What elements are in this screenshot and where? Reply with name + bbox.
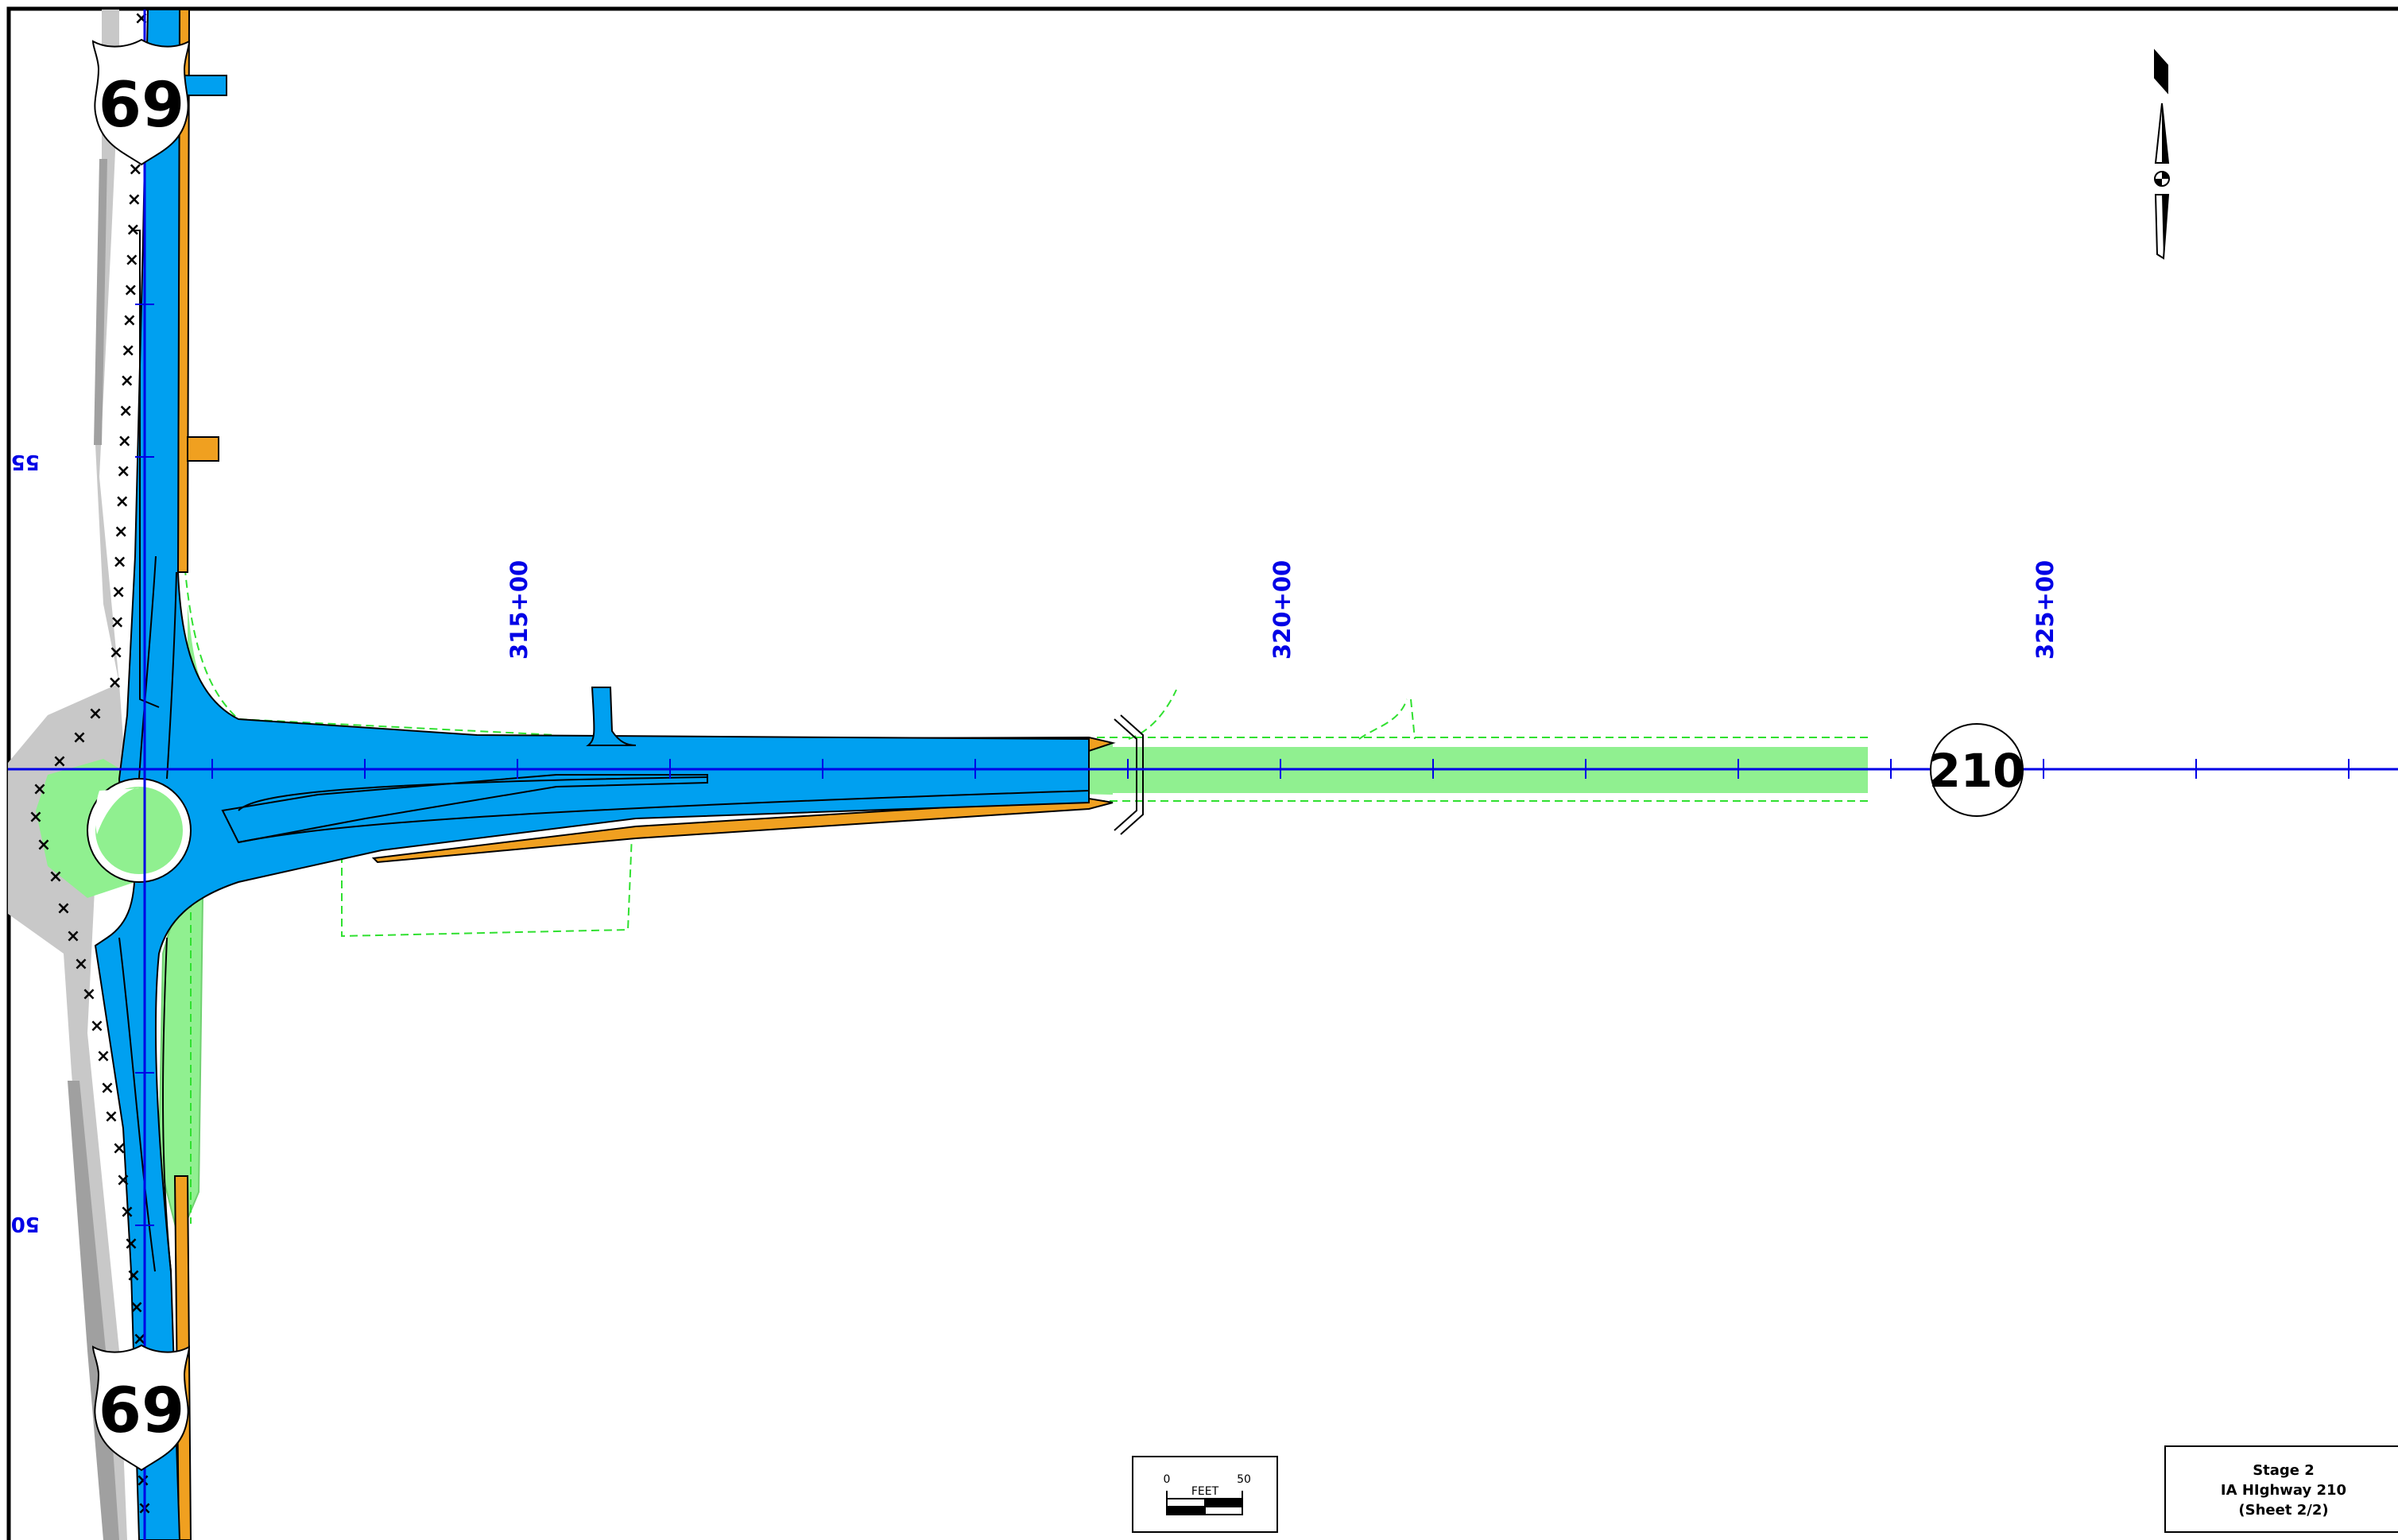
- x-mark-icon: ×: [116, 462, 130, 482]
- x-mark-icon: ×: [110, 613, 124, 633]
- x-mark-icon: ×: [114, 492, 129, 512]
- svg-text:0: 0: [1164, 1473, 1171, 1486]
- offset-label: 55: [11, 450, 40, 474]
- x-mark-icon: ×: [134, 9, 149, 29]
- x-mark-icon: ×: [114, 522, 128, 542]
- x-mark-icon: ×: [48, 867, 63, 887]
- scale-bar: 0 50 FEET: [1132, 1456, 1278, 1533]
- station-label: 320+00: [1269, 560, 1296, 660]
- x-mark-icon: ×: [130, 1298, 144, 1318]
- x-mark-icon: ×: [116, 1170, 130, 1190]
- x-mark-icon: ×: [122, 311, 137, 331]
- x-mark-icon: ×: [104, 1107, 118, 1127]
- grading-limits: [180, 516, 1868, 1224]
- x-mark-icon: ×: [125, 250, 139, 270]
- x-mark-icon: ×: [126, 220, 140, 240]
- x-mark-icon: ×: [121, 341, 135, 361]
- x-mark-icon: ×: [66, 927, 80, 946]
- svg-text:69: 69: [99, 70, 185, 141]
- station-ticks: [135, 304, 2350, 1226]
- x-mark-icon: ×: [124, 1234, 138, 1254]
- ia-route-marker: 210: [1928, 723, 2025, 817]
- x-mark-icon: ×: [72, 728, 87, 748]
- x-mark-icon: ×: [118, 431, 132, 451]
- x-mark-icon: ×: [52, 752, 67, 772]
- svg-text:IA HIghway 210: IA HIghway 210: [2221, 1482, 2346, 1499]
- x-mark-icon: ×: [107, 673, 122, 693]
- x-mark-icon: ×: [96, 1047, 110, 1066]
- x-mark-icon: ×: [33, 780, 47, 799]
- offset-label: 50: [11, 1212, 40, 1236]
- x-mark-icon: ×: [120, 1202, 134, 1222]
- guardrail: [1114, 714, 1144, 835]
- x-mark-icon: ×: [120, 371, 134, 391]
- x-mark-icon: ×: [109, 643, 123, 663]
- x-mark-icon: ×: [90, 1016, 104, 1036]
- title-block: Stage 2 IA HIghway 210 (Sheet 2/2): [2164, 1445, 2398, 1533]
- x-mark-icon: ×: [82, 985, 96, 1004]
- x-mark-icon: ×: [56, 899, 71, 919]
- us-route-shield: 69: [91, 1344, 191, 1472]
- north-arrow-icon: [2154, 48, 2170, 260]
- x-mark-icon: ×: [112, 552, 126, 572]
- svg-text:Stage 2: Stage 2: [2253, 1462, 2315, 1479]
- svg-text:210: 210: [1928, 744, 2024, 798]
- x-mark-icon: ×: [136, 1471, 150, 1491]
- svg-text:50: 50: [1237, 1473, 1251, 1486]
- x-mark-icon: ×: [29, 807, 43, 827]
- x-mark-icon: ×: [37, 835, 51, 855]
- x-mark-icon: ×: [100, 1078, 114, 1098]
- svg-text:69: 69: [99, 1376, 185, 1447]
- lane-lines: [118, 230, 1090, 1272]
- x-mark-icon: ×: [112, 1139, 126, 1159]
- x-mark-icon: ×: [88, 704, 103, 724]
- x-mark-icon: ×: [126, 1266, 141, 1286]
- station-label: 325+00: [2032, 560, 2059, 660]
- x-mark-icon: ×: [128, 160, 142, 180]
- x-mark-icon: ×: [123, 281, 138, 300]
- x-mark-icon: ×: [74, 954, 88, 974]
- svg-text:(Sheet 2/2): (Sheet 2/2): [2238, 1502, 2328, 1519]
- x-mark-icon: ×: [111, 582, 126, 602]
- station-label: 315+00: [506, 560, 533, 660]
- x-mark-icon: ×: [118, 401, 133, 421]
- svg-text:FEET: FEET: [1191, 1485, 1219, 1498]
- us-route-shield: 69: [91, 38, 191, 166]
- x-mark-icon: ×: [127, 190, 141, 210]
